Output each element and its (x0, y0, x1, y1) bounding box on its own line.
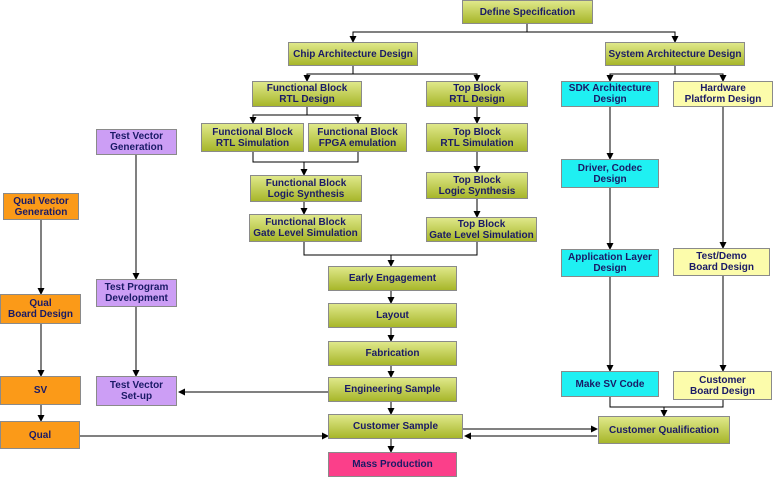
test-program-development-node: Test Program Development (96, 279, 177, 307)
layout-node: Layout (328, 303, 457, 328)
define-specification-node: Define Specification (462, 0, 593, 24)
test-vector-set-up-node: Test Vector Set-up (96, 376, 177, 406)
make-sv-code-node: Make SV Code (561, 371, 659, 397)
top-block-rtl-simulation-node: Top Block RTL Simulation (426, 123, 528, 152)
connector (609, 397, 724, 408)
connector (252, 152, 359, 163)
top-block-gate-level-simulation-node: Top Block Gate Level Simulation (426, 217, 537, 242)
sdk-architecture-design-node: SDK Architecture Design (561, 81, 659, 107)
test-demo-board-design-node: Test/Demo Board Design (673, 248, 770, 276)
connector (303, 242, 478, 256)
chip-architecture-design-node: Chip Architecture Design (288, 42, 418, 66)
test-vector-generation-node: Test Vector Generation (96, 129, 177, 155)
system-architecture-design-node: System Architecture Design (605, 42, 745, 66)
connector (353, 73, 481, 82)
customer-sample-node: Customer Sample (328, 414, 463, 439)
qual-board-design-node: Qual Board Design (0, 294, 81, 324)
connector (303, 66, 354, 82)
early-engagement-node: Early Engagement (328, 266, 457, 291)
engineering-sample-node: Engineering Sample (328, 377, 457, 402)
functional-block-rtl-design-node: Functional Block RTL Design (252, 81, 362, 107)
connector (527, 31, 679, 43)
functional-block-rtl-simulation-node: Functional Block RTL Simulation (201, 123, 304, 152)
connector (349, 24, 528, 43)
driver-codec-design-node: Driver, Codec Design (561, 159, 659, 188)
hardware-platform-design-node: Hardware Platform Design (673, 81, 773, 107)
customer-qualification-node: Customer Qualification (598, 416, 730, 444)
fabrication-node: Fabrication (328, 341, 457, 366)
sv-node: SV (0, 376, 81, 405)
mass-production-node: Mass Production (328, 452, 457, 477)
application-layer-design-node: Application Layer Design (561, 249, 659, 277)
connector (606, 66, 676, 82)
qual-vector-generation-node: Qual Vector Generation (3, 193, 79, 220)
connector (249, 107, 308, 124)
connector (307, 114, 362, 124)
functional-block-logic-synthesis-node: Functional Block Logic Synthesis (250, 175, 362, 202)
top-block-rtl-design-node: Top Block RTL Design (426, 81, 528, 107)
qual-node: Qual (0, 421, 80, 449)
top-block-logic-synthesis-node: Top Block Logic Synthesis (426, 172, 528, 199)
connector (675, 73, 727, 82)
functional-block-gate-level-simulation-node: Functional Block Gate Level Simulation (249, 214, 362, 242)
customer-board-design-node: Customer Board Design (673, 371, 772, 400)
functional-block-fpga-emulation-node: Functional Block FPGA emulation (308, 123, 407, 152)
